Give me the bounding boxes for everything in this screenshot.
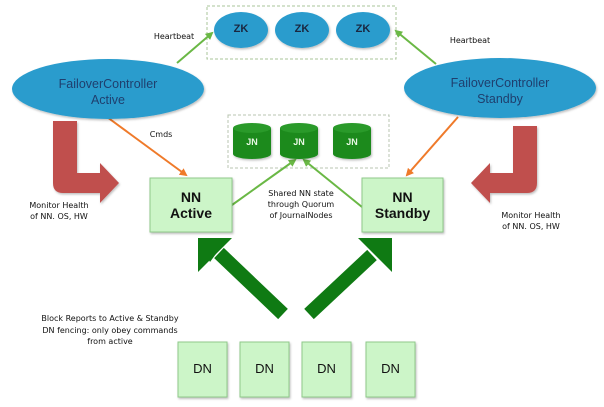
journalnode-cylinder — [280, 123, 318, 159]
datanode-label: DN — [255, 361, 274, 376]
heartbeat-arrow-left — [176, 31, 214, 64]
journalnode-group — [227, 114, 390, 169]
monitor-left-line2: of NN. OS, HW — [30, 212, 88, 222]
fc-standby-line2: Standby — [477, 92, 523, 107]
zookeeper-node — [275, 12, 329, 48]
datanode-box — [365, 341, 416, 398]
block-reports-label: Block Reports to Active & Standby DN fen… — [30, 313, 190, 348]
shared-state-label: Shared NN state through Quorum of Journa… — [258, 188, 344, 222]
zookeeper-node-label: ZK — [233, 23, 249, 35]
failover-controller-standby — [404, 58, 596, 118]
shared-state-arrow-standby — [302, 158, 363, 208]
fc-standby-line1: FailoverController — [450, 76, 550, 90]
zookeeper-node-label: ZK — [294, 23, 310, 35]
monitor-health-arrow-right — [471, 126, 537, 203]
cmds-arrow-standby — [405, 116, 459, 177]
journalnode-cylinder — [233, 123, 271, 159]
namenode-standby-label: NN Standby — [362, 189, 443, 221]
monitor-health-arrow-left — [53, 121, 119, 203]
namenode-active-label: NN Active — [150, 189, 232, 221]
namenode-active-box — [149, 177, 233, 233]
block-reports-line1: Block Reports to Active & Standby — [41, 314, 179, 323]
shared-state-line1: Shared NN state — [268, 189, 334, 198]
shared-state-arrow-active — [231, 158, 297, 206]
journalnode-cylinder — [333, 123, 371, 159]
nn-active-line1: NN — [180, 189, 202, 205]
datanode-label: DN — [381, 361, 400, 376]
datanode-label: DN — [193, 361, 212, 376]
namenode-standby-box — [361, 177, 444, 233]
failover-controller-active-label: FailoverController Active — [28, 76, 188, 109]
monitor-right-line1: Monitor Health — [501, 211, 561, 220]
datanode-box — [301, 341, 352, 398]
shared-state-line3: of JournalNodes — [269, 211, 333, 221]
monitor-left-line1: Monitor Health — [29, 201, 89, 210]
nn-standby-line2: Standby — [374, 205, 431, 222]
monitor-right-line2: of NN. OS, HW — [502, 222, 560, 232]
shared-state-line2: through Quorum — [267, 200, 335, 210]
journalnode-label: JN — [293, 137, 305, 147]
heartbeat-label-left: Heartbeat — [153, 32, 195, 41]
nn-standby-line1: NN — [392, 189, 413, 205]
block-reports-line2: DN fencing: only obey commands — [42, 325, 178, 335]
zookeeper-node-label: ZK — [355, 23, 371, 35]
failover-controller-standby-label: FailoverController Standby — [420, 75, 580, 108]
journalnode-label: JN — [346, 137, 358, 147]
zookeeper-node — [214, 12, 268, 48]
datanode-label: DN — [317, 361, 336, 376]
datanode-box — [239, 341, 290, 398]
failover-controller-active — [12, 59, 204, 119]
nn-active-line2: Active — [169, 205, 213, 222]
heartbeat-label-right: Heartbeat — [449, 36, 491, 45]
heartbeat-arrow-right — [394, 29, 437, 65]
journalnode-label: JN — [246, 137, 258, 147]
block-report-arrow-active — [198, 238, 288, 320]
monitor-health-label-right: Monitor Health of NN. OS, HW — [486, 210, 576, 232]
block-report-arrow-standby — [304, 238, 392, 320]
block-reports-line3: from active — [87, 337, 133, 347]
cmds-arrow-active — [106, 116, 188, 177]
datanode-box — [177, 341, 228, 398]
fc-active-line2: Active — [90, 93, 126, 108]
cmds-label: Cmds — [149, 130, 173, 139]
zookeeper-node — [336, 12, 390, 48]
fc-active-line1: FailoverController — [58, 77, 158, 91]
monitor-health-label-left: Monitor Health of NN. OS, HW — [14, 200, 104, 222]
